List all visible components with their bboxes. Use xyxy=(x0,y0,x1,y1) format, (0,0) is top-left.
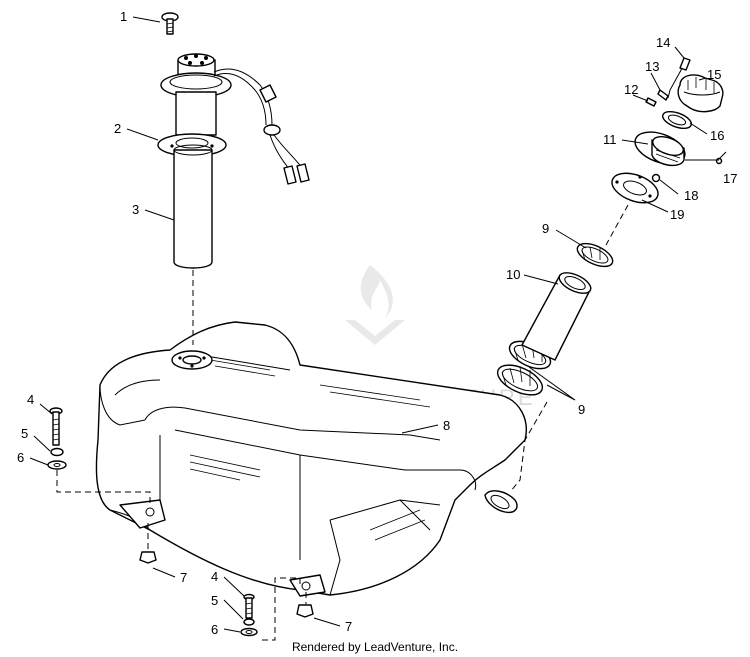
fuel-tank-part xyxy=(95,321,527,597)
filler-flange-part-11 xyxy=(634,131,686,167)
gasket-part-19 xyxy=(611,172,659,204)
callout-13: 13 xyxy=(645,59,659,74)
callout-19: 19 xyxy=(670,207,684,222)
sender-wires xyxy=(213,68,310,185)
watermark-logo xyxy=(345,265,405,345)
callout-6-bottom: 6 xyxy=(211,622,218,637)
callout-1: 1 xyxy=(120,9,127,24)
callout-7-bottom: 7 xyxy=(345,619,352,634)
callout-10: 10 xyxy=(506,267,520,282)
callout-numbers: 1 2 3 4 5 6 7 8 4 5 6 7 9 9 10 11 12 13 … xyxy=(17,9,737,637)
callout-14: 14 xyxy=(656,35,670,50)
sender-tube-part-3 xyxy=(173,144,213,269)
callout-5-bottom: 5 xyxy=(211,593,218,608)
callout-16: 16 xyxy=(710,128,724,143)
callout-12: 12 xyxy=(624,82,638,97)
callout-8: 8 xyxy=(443,418,450,433)
seal-ring-part-16 xyxy=(662,110,692,130)
callout-18: 18 xyxy=(684,188,698,203)
left-bolt-hardware xyxy=(47,407,157,564)
filler-hose-part-10 xyxy=(521,272,592,361)
render-credit: Rendered by LeadVenture, Inc. xyxy=(291,640,459,654)
callout-9-lower: 9 xyxy=(578,402,585,417)
callout-2: 2 xyxy=(114,121,121,136)
callout-4-left: 4 xyxy=(27,392,34,407)
callout-17: 17 xyxy=(723,171,737,186)
callout-9-upper: 9 xyxy=(542,221,549,236)
fuel-cap-part-15 xyxy=(677,74,724,113)
leader-lines xyxy=(29,16,719,633)
callout-6-left: 6 xyxy=(17,450,24,465)
callout-7-left: 7 xyxy=(180,570,187,585)
bottom-bolt-hardware xyxy=(240,577,314,641)
filler-assembly xyxy=(496,57,727,493)
sender-top xyxy=(160,53,232,136)
callout-5-left: 5 xyxy=(21,426,28,441)
callout-15: 15 xyxy=(707,67,721,82)
callout-4-bottom: 4 xyxy=(211,569,218,584)
callout-3: 3 xyxy=(132,202,139,217)
callout-11: 11 xyxy=(603,132,617,147)
hose-clamp-lower xyxy=(496,364,544,396)
fuel-sender-assembly xyxy=(157,12,310,345)
screw-part-1 xyxy=(161,12,179,35)
hose-clamp-upper xyxy=(576,242,614,268)
